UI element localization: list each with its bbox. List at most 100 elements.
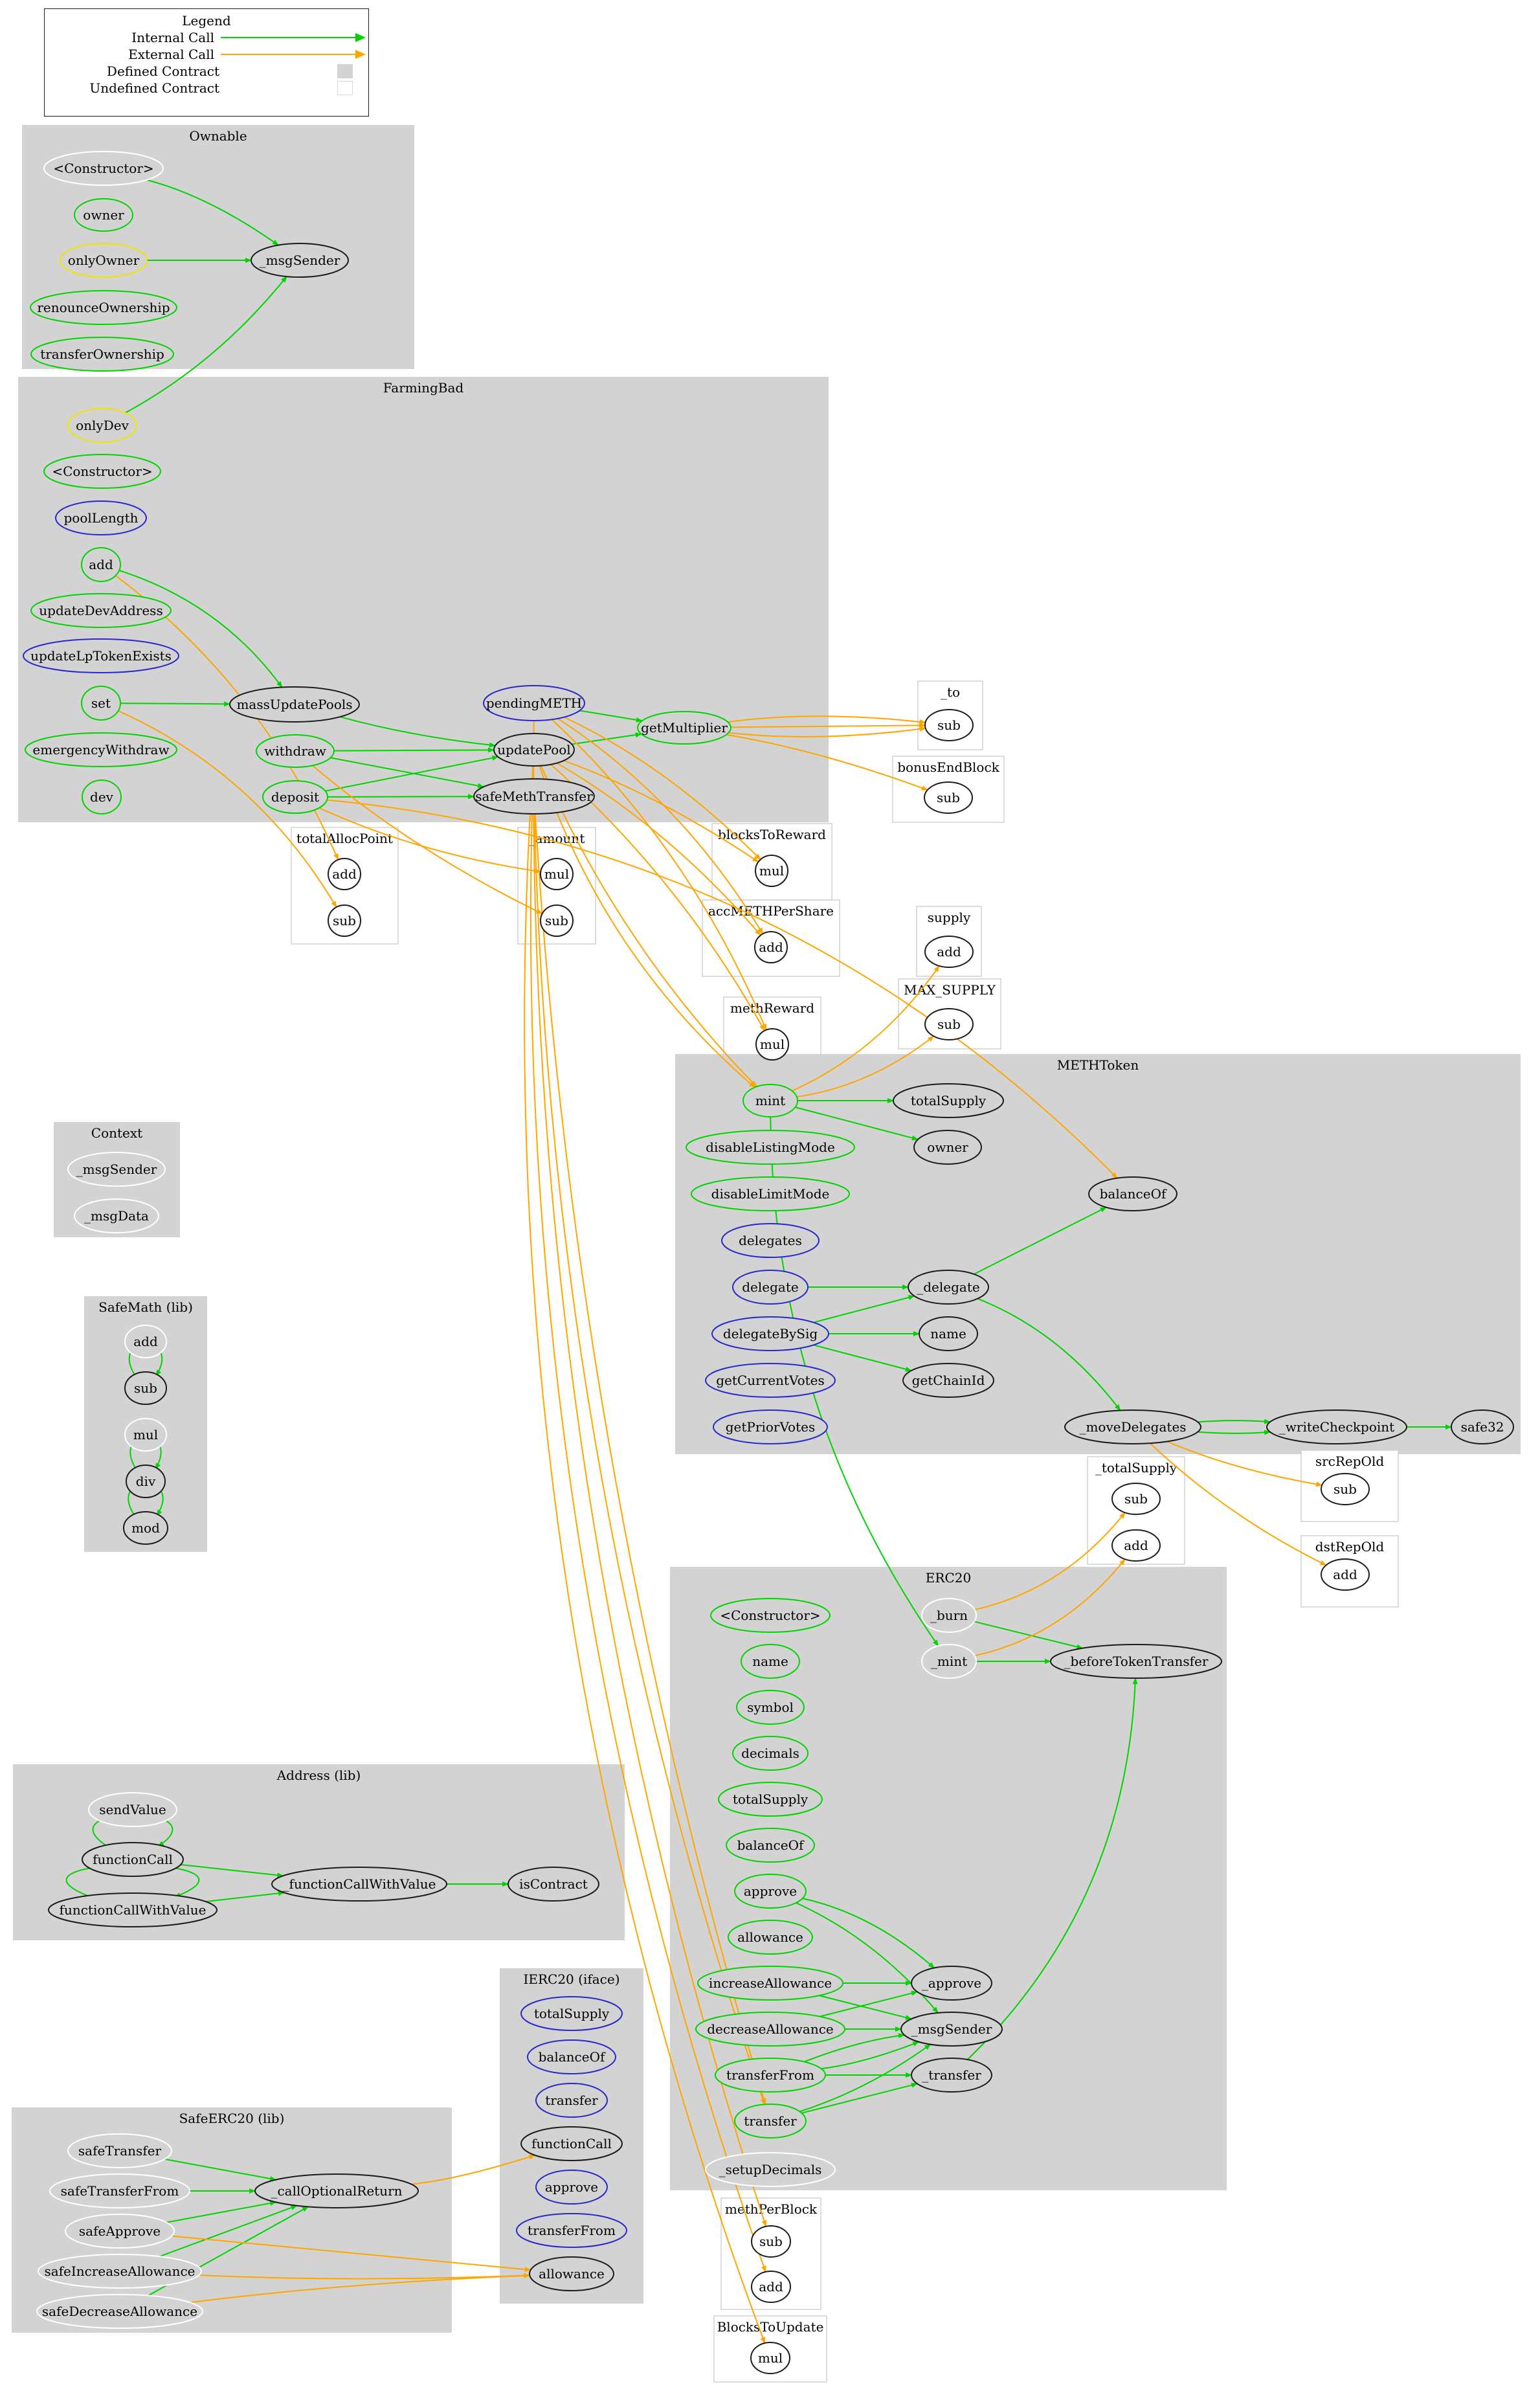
node-own_owner xyxy=(74,198,133,232)
node-label-mt_owner: owner xyxy=(927,1139,968,1155)
node-label-ad__functionCallWithValue: _functionCallWithValue xyxy=(283,1876,436,1892)
edge-mt__delegate-mt_moveDelegates xyxy=(977,1297,1121,1411)
cluster-title-se: SafeERC20 (lib) xyxy=(179,2111,285,2126)
node-label-fb_dev: dev xyxy=(90,789,114,805)
edge-se_safeTransfer-se_callOptionalReturn xyxy=(164,2158,277,2181)
node-label-sm_div: div xyxy=(136,1474,156,1489)
node-label-beb_sub: sub xyxy=(937,790,960,805)
node-erc_totalSupply xyxy=(718,1782,823,1817)
node-fb_updateLpTokenExists xyxy=(23,638,179,673)
cluster-title-sup: supply xyxy=(928,910,971,925)
node-mt_name xyxy=(919,1316,978,1351)
node-label-own_renounce: renounceOwnership xyxy=(37,300,170,315)
node-label-mt__delegate: _delegate xyxy=(917,1279,979,1295)
node-erc_msgSender xyxy=(900,2012,1003,2047)
node-label-max_sub: sub xyxy=(937,1016,961,1032)
node-label-erc_increaseAllowance: increaseAllowance xyxy=(709,1975,832,1991)
node-label-erc_allowance: allowance xyxy=(737,1929,803,1945)
node-label-mt_getCurrentVotes: getCurrentVotes xyxy=(716,1373,825,1388)
node-btr_mul xyxy=(755,855,788,887)
node-fb_updateDevAddress xyxy=(30,593,172,628)
node-se_safeTransferFrom xyxy=(49,2173,190,2208)
node-label-i_totalSupply: totalSupply xyxy=(534,2006,610,2021)
node-label-i_transferFrom: transferFrom xyxy=(528,2223,616,2238)
node-erc_allowance xyxy=(728,1920,813,1955)
node-ad_functionCallWithValue xyxy=(48,1892,218,1927)
edge-fb_massUpdatePools-fb_updatePool xyxy=(340,716,497,748)
edge-erc_burn-ts_sub xyxy=(974,1512,1126,1611)
edge-mt__delegate-mt_balanceOf xyxy=(974,1206,1107,1275)
edge-fb_pendingMETH-acc_add xyxy=(557,717,764,935)
edge-fb_withdraw-fb_safeMethTransfer xyxy=(330,757,485,789)
legend-label: Internal Call xyxy=(131,29,214,45)
legend-row-defined-contract: Defined Contract xyxy=(45,63,368,79)
node-acc_add xyxy=(754,931,788,963)
edge-ad_functionCall-ad__functionCallWithValue xyxy=(181,1864,284,1878)
external-call-arrow-icon xyxy=(220,49,368,59)
edge-fb_set-tap_sub xyxy=(118,710,337,908)
node-ts_sub xyxy=(1111,1483,1161,1515)
node-erc_mint xyxy=(921,1644,977,1679)
node-label-se_safeDecreaseAllowance: safeDecreaseAllowance xyxy=(42,2304,197,2319)
node-label-mt_getPriorVotes: getPriorVotes xyxy=(726,1419,815,1435)
cluster-title-dst: dstRepOld xyxy=(1315,1539,1385,1555)
node-label-to_sub: sub xyxy=(937,717,961,733)
edge-mt_moveDelegates-src_sub xyxy=(1166,1441,1323,1487)
node-label-fb_onlyDev: onlyDev xyxy=(76,418,129,433)
node-label-i_functionCall: functionCall xyxy=(531,2136,612,2151)
cluster-title-ierc: IERC20 (iface) xyxy=(523,1971,619,1987)
edge-fb_getMultiplier-to_sub xyxy=(728,726,926,737)
node-label-mt_balanceOf: balanceOf xyxy=(1100,1186,1167,1202)
node-label-fb_emergencyWithdraw: emergencyWithdraw xyxy=(32,742,169,758)
edge-fb_updatePool-mt_mint xyxy=(539,765,755,1088)
node-erc_approve_i xyxy=(911,1966,992,2001)
node-label-fb_pendingMETH: pendingMETH xyxy=(486,695,582,711)
node-erc_name xyxy=(741,1644,800,1679)
node-label-se_safeApprove: safeApprove xyxy=(79,2223,161,2239)
edge-erc_approve-erc_approve_i xyxy=(802,1898,935,1969)
edge-fb_updatePool-btr_mul xyxy=(563,759,759,863)
node-i_transferFrom xyxy=(516,2213,627,2248)
node-ad__functionCallWithValue xyxy=(271,1867,447,1902)
node-label-erc_mint: _mint xyxy=(931,1654,967,1669)
legend-row-undefined-contract: Undefined Contract xyxy=(45,80,368,96)
node-i_totalSupply xyxy=(520,1996,623,2031)
edge-ad_functionCallWithValue-ad__functionCallWithValue xyxy=(205,1891,285,1903)
edge-se_safeIncreaseAllowance-se_callOptionalReturn xyxy=(159,2205,298,2258)
node-label-fb_add: add xyxy=(89,557,113,572)
node-label-mt_mint: mint xyxy=(755,1093,785,1108)
node-label-ts_sub: sub xyxy=(1124,1491,1148,1507)
node-erc_transfer_i xyxy=(911,2058,992,2093)
node-se_safeDecreaseAllowance xyxy=(36,2294,203,2329)
node-erc_beforeTokenTransfer xyxy=(1050,1644,1222,1679)
node-mt_getPriorVotes xyxy=(713,1409,828,1444)
node-ctx_msgData xyxy=(74,1198,159,1233)
node-se_safeIncreaseAllowance xyxy=(38,2254,202,2289)
node-sm_sub xyxy=(124,1371,167,1405)
edge-mt_mint-mt_owner xyxy=(795,1106,919,1141)
edge-erc_transfer_i-erc_beforeTokenTransfer xyxy=(966,1678,1138,2060)
node-fb_emergencyWithdraw xyxy=(25,732,177,767)
node-label-erc_transferFrom: transferFrom xyxy=(726,2067,814,2083)
node-erc_setupDecimals xyxy=(705,2152,836,2187)
edge-fb_getMultiplier-to_sub xyxy=(728,715,926,724)
edge-mt_mint-sup_add xyxy=(792,965,940,1092)
node-label-src_sub: sub xyxy=(1334,1481,1357,1497)
node-label-sm_mul: mul xyxy=(133,1427,158,1442)
edge-mt_delegateBySig-mt_getChainId xyxy=(813,1344,912,1372)
edge-fb_updatePool-btu_mul xyxy=(524,765,766,2344)
node-label-i_approve: approve xyxy=(545,2179,598,2195)
node-label-own_owner: owner xyxy=(83,207,124,223)
edge-erc_increaseAllowance-erc_msgSender xyxy=(819,1995,912,2020)
node-fb_updatePool xyxy=(493,733,575,767)
node-own_onlyOwner xyxy=(60,243,148,278)
node-label-mpb_add: add xyxy=(759,2279,783,2295)
edge-fb_updatePool-mpb_add xyxy=(530,765,766,2273)
edge-se_safeApprove-se_callOptionalReturn xyxy=(166,2201,277,2223)
node-label-own_transfer: transferOwnership xyxy=(40,346,164,362)
node-label-erc_burn: _burn xyxy=(930,1608,968,1623)
node-label-ctx_msgSender: _msgSender xyxy=(76,1162,157,1177)
node-ad_functionCall xyxy=(82,1842,184,1877)
legend-label: Undefined Contract xyxy=(89,80,219,96)
